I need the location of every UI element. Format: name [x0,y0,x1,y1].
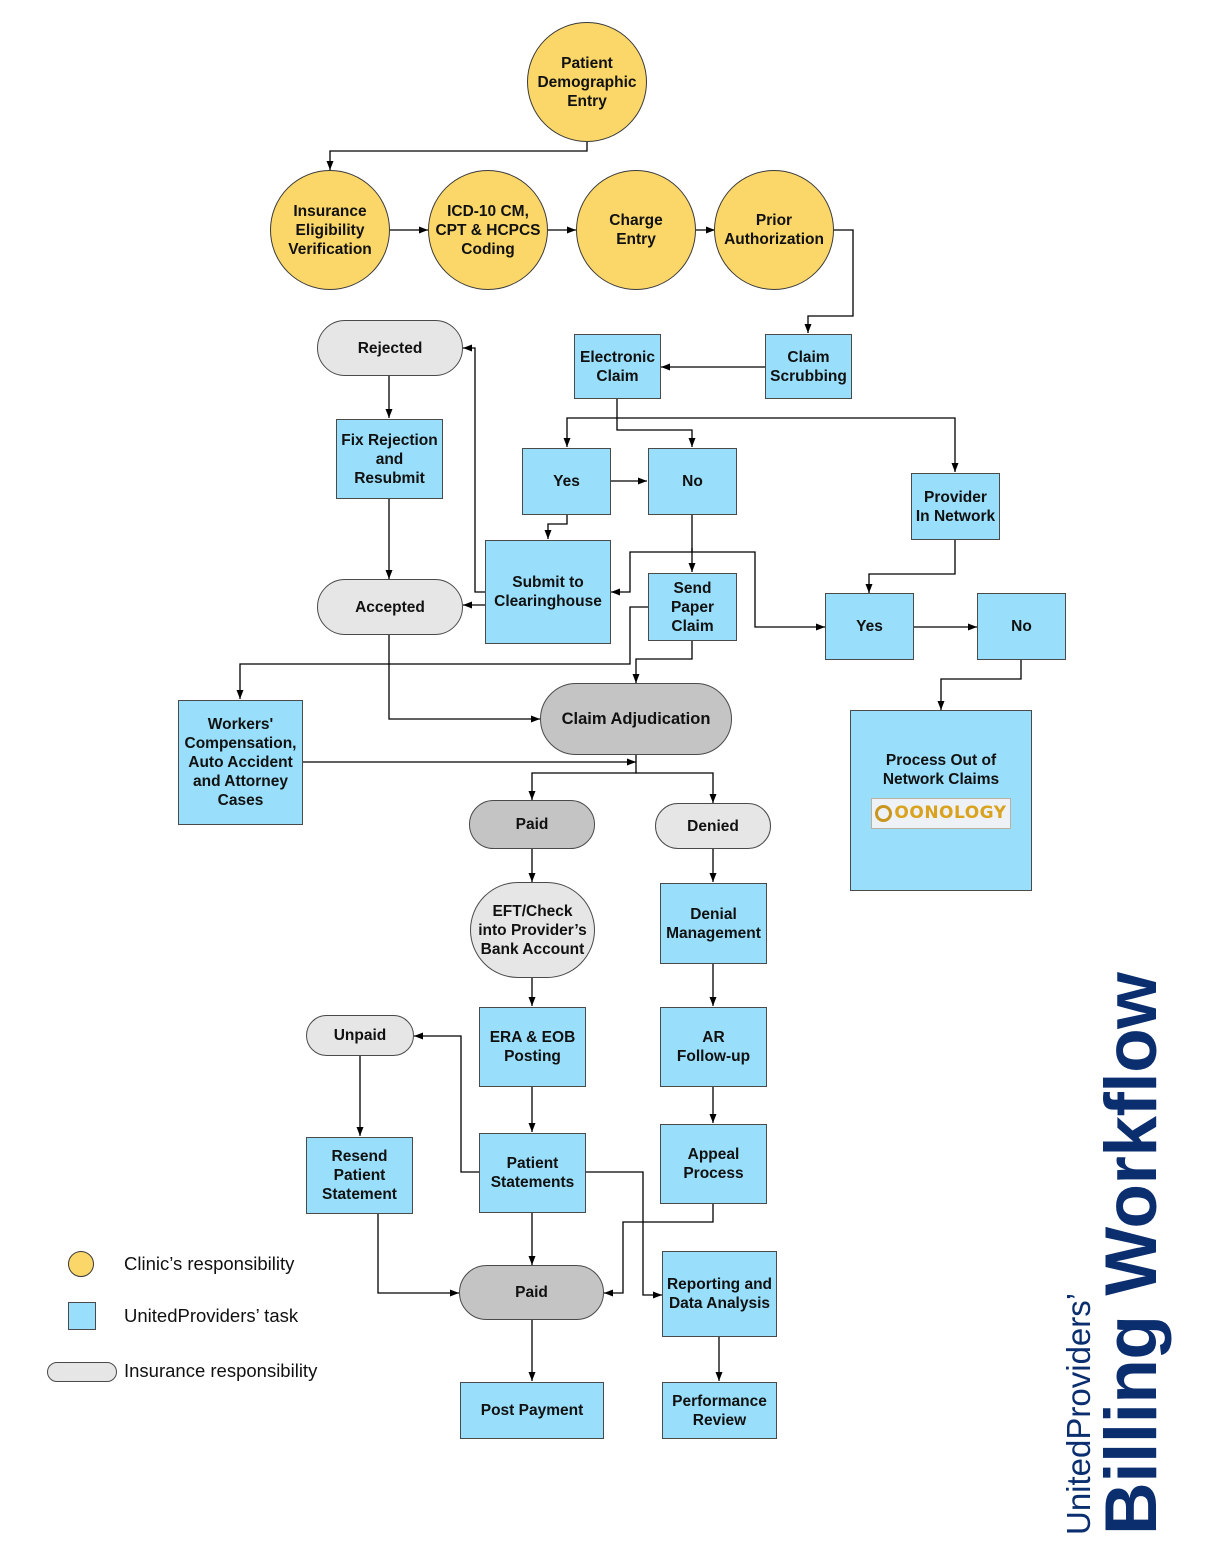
connector [617,417,959,472]
claim-adjudication-node: Claim Adjudication [540,683,732,755]
connector [563,399,618,447]
yellow-circle-icon [68,1251,94,1277]
electronic-claim-node: Electronic Claim [574,334,661,399]
fix-rejection-node: Fix Rejection and Resubmit [336,419,443,499]
legend-label: UnitedProviders’ task [124,1305,299,1326]
unpaid-node: Unpaid [306,1015,414,1056]
connector [616,418,696,447]
prior-authorization-node: Prior Authorization [714,170,834,290]
paid-node: Paid [469,800,595,849]
oonology-logo-text: OONOLOGY [894,803,1007,823]
connector [414,1032,479,1173]
connector [865,540,956,593]
insurance-eligibility-node: Insurance Eligibility Verification [270,170,390,290]
gray-pill-icon [47,1362,117,1382]
connector [388,634,540,723]
resend-statement-node: Resend Patient Statement [306,1137,413,1214]
yes-node: Yes [522,448,611,515]
legend-label: Insurance responsibility [124,1360,318,1381]
rejected-node: Rejected [317,320,463,376]
logo-ring-icon [875,805,893,822]
patient-statements-node: Patient Statements [479,1133,586,1213]
appeal-process-node: Appeal Process [660,1124,767,1204]
paid-node: Paid [459,1265,604,1320]
connector [611,548,693,596]
performance-review-node: Performance Review [662,1382,777,1439]
submit-clearinghouse-node: Submit to Clearinghouse [485,540,611,644]
connector [604,1204,714,1297]
era-eob-posting-node: ERA & EOB Posting [479,1007,586,1087]
connector [544,515,568,539]
connector [937,660,1022,710]
denied-node: Denied [655,803,771,849]
connector [463,344,486,593]
connector [586,1171,662,1299]
accepted-node: Accepted [317,579,463,635]
connector [804,229,854,333]
no-node: No [977,593,1066,660]
no-node: No [648,448,737,515]
connector [528,755,637,800]
workers-compensation-node: Workers' Compensation, Auto Accident and… [178,700,303,825]
denial-management-node: Denial Management [660,883,767,964]
connector [632,641,693,683]
patient-demographic-entry-node: Patient Demographic Entry [527,22,647,142]
connector [377,1214,459,1297]
charge-entry-node: Charge Entry [576,170,696,290]
send-paper-claim-node: Send Paper Claim [648,573,737,641]
connector [636,772,717,803]
process-out-of-network-node: Process Out of Network Claims OONOLOGY [850,710,1032,891]
title-block: UnitedProviders’ Billing Workflow [1060,965,1175,1535]
page-title: Billing Workflow [1091,972,1172,1535]
coding-node: ICD-10 CM, CPT & HCPCS Coding [428,170,548,290]
blue-square-icon [68,1302,96,1330]
connector [326,141,588,170]
connector [692,551,825,631]
process-out-of-network-label: Process Out of Network Claims [882,752,1000,788]
legend-label: Clinic’s responsibility [124,1253,295,1274]
post-payment-node: Post Payment [460,1382,604,1439]
connector [236,606,648,699]
reporting-node: Reporting and Data Analysis [662,1251,777,1337]
claim-scrubbing-node: Claim Scrubbing [765,334,852,399]
provider-in-network-node: Provider In Network [911,473,1000,540]
eft-check-node: EFT/Check into Provider’s Bank Account [470,882,595,978]
ar-followup-node: AR Follow-up [660,1007,767,1087]
oonology-logo: OONOLOGY [871,798,1011,829]
yes-node: Yes [825,593,914,660]
